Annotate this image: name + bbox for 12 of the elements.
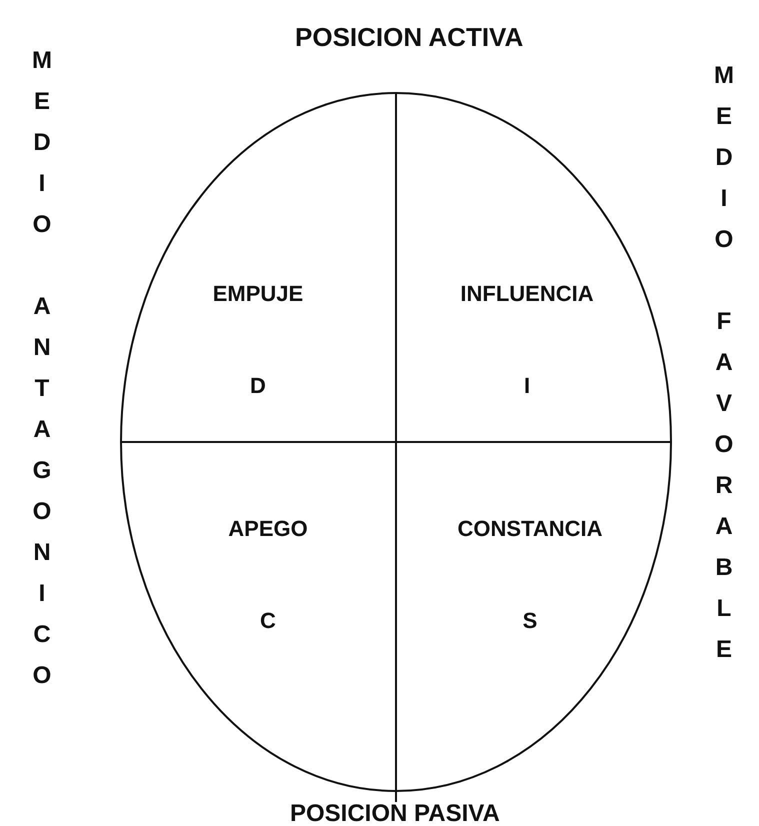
axis-label: POSICION PASIVA bbox=[290, 799, 500, 826]
axis-label: POSICION ACTIVA bbox=[295, 21, 524, 54]
vertical-label: MEDIO FAVORABLE bbox=[713, 61, 735, 665]
quadrant-title: INFLUENCIA bbox=[460, 280, 594, 308]
quadrant-title: CONSTANCIA bbox=[457, 515, 603, 543]
quadrant-letter: I bbox=[524, 372, 530, 400]
quadrant-letter: C bbox=[260, 607, 276, 635]
quadrant-letter: S bbox=[522, 607, 538, 635]
quadrant-letter: D bbox=[250, 372, 266, 400]
quadrant-title: EMPUJE bbox=[212, 280, 304, 308]
vertical-label: MEDIO ANTAGONICO bbox=[31, 46, 53, 691]
quadrant-title: APEGO bbox=[228, 515, 308, 543]
